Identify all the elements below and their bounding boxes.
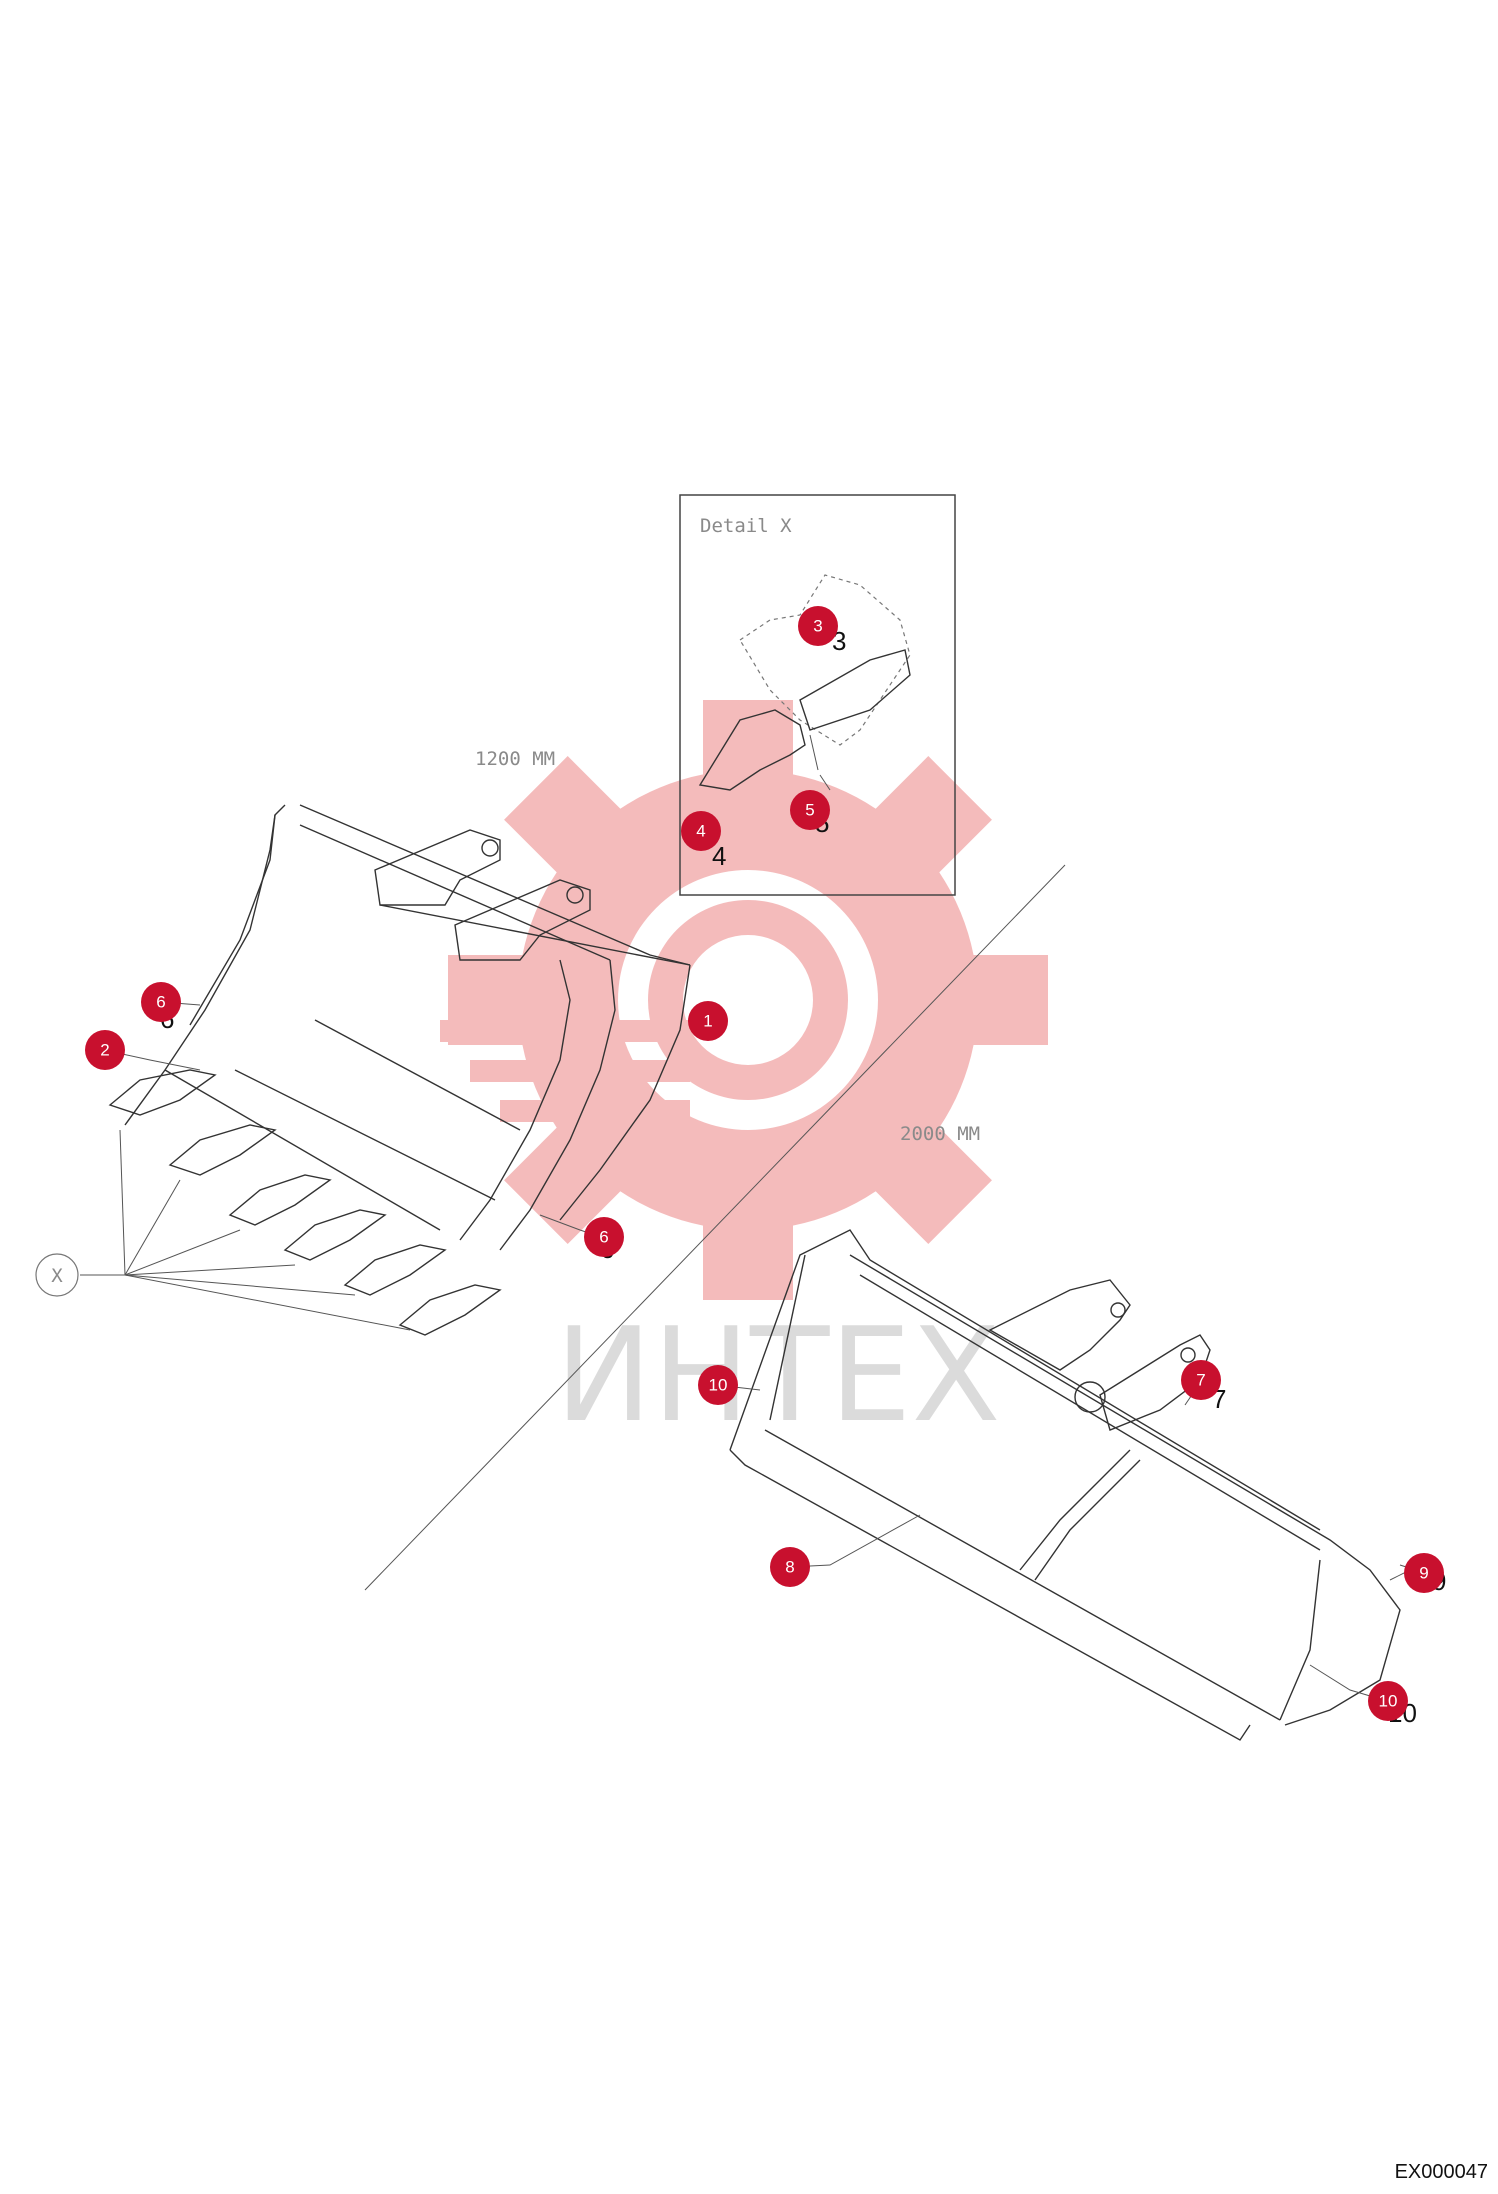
watermark-gear-icon <box>440 700 1048 1300</box>
bucket-teeth <box>108 1069 502 1336</box>
callout-9[interactable]: 9 <box>1404 1553 1444 1593</box>
digging-bucket <box>80 804 691 1336</box>
callout-5[interactable]: 5 <box>790 790 830 830</box>
callout-6-left[interactable]: 6 <box>141 982 181 1022</box>
callout-1[interactable]: 1 <box>688 1001 728 1041</box>
callout-6-bottom[interactable]: 6 <box>584 1217 624 1257</box>
callout-8[interactable]: 8 <box>770 1547 810 1587</box>
callout-4[interactable]: 4 <box>681 811 721 851</box>
watermark-text: ИНТЕХ <box>555 1299 1001 1451</box>
construction-line <box>364 864 1066 1591</box>
detail-leader-lines <box>80 1129 411 1331</box>
svg-text:X: X <box>51 1265 63 1287</box>
callout-10-left[interactable]: 10 <box>698 1365 738 1405</box>
detail-x-box: Detail X <box>679 494 956 896</box>
dimension-1200: 1200 MM <box>475 748 555 770</box>
callout-7[interactable]: 7 <box>1181 1360 1221 1400</box>
svg-text:4: 4 <box>712 841 726 871</box>
diagram-code: EX000047 <box>1394 2161 1488 2183</box>
ditch-bucket <box>729 1229 1421 1741</box>
dimension-2000: 2000 MM <box>900 1123 980 1145</box>
detail-label: Detail X <box>700 515 792 537</box>
callout-10-right[interactable]: 10 <box>1368 1681 1408 1721</box>
detail-x-marker[interactable]: X <box>35 1253 79 1297</box>
callout-3[interactable]: 3 <box>798 606 838 646</box>
callout-2[interactable]: 2 <box>85 1030 125 1070</box>
